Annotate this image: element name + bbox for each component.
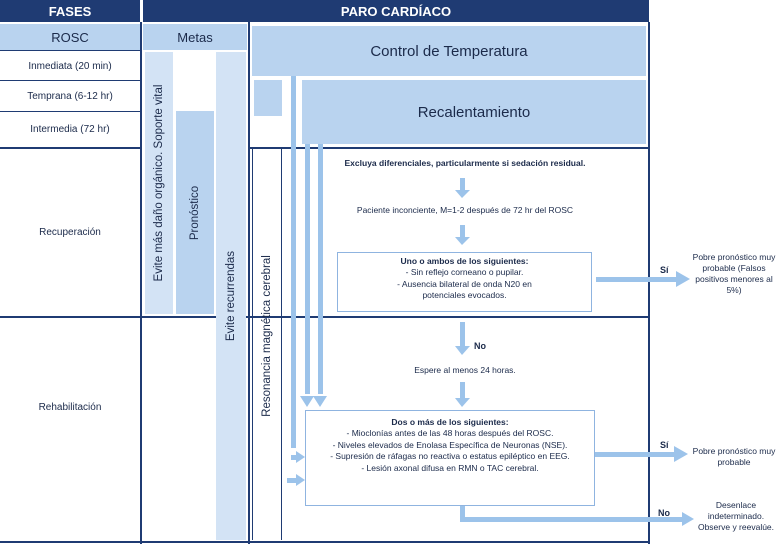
paciente-text: Paciente inconciente, M=1-2 después de 7… <box>356 205 574 215</box>
phase-temprana: Temprana (6-12 hr) <box>27 90 113 102</box>
no-label-2: No <box>658 508 670 518</box>
divider-h1 <box>0 50 140 51</box>
outcome-1: Pobre pronóstico muy probable (Falsos po… <box>692 252 776 296</box>
espere-text: Espere al menos 24 horas. <box>414 365 516 375</box>
rosc-label: ROSC <box>51 29 89 45</box>
phase-inmediata: Inmediata (20 min) <box>28 60 112 72</box>
dos-title: Dos o más de los siguientes: <box>391 417 509 427</box>
dos-item-2: - Niveles elevados de Enolasa Específica… <box>332 439 568 450</box>
dos-item-1: - Mioclonías antes de las 48 horas despu… <box>346 428 554 439</box>
small-block <box>254 80 282 116</box>
si-label-1: Sí <box>660 265 669 275</box>
uno-title: Uno o ambos de los siguientes: <box>400 256 529 266</box>
divider-v3 <box>648 22 650 544</box>
divider-h2 <box>0 80 140 81</box>
uno-item-2: - Ausencia bilateral de onda N20 en pote… <box>397 278 532 301</box>
divider-h4 <box>0 147 140 149</box>
recurrencias-bar: Evite recurrendas <box>216 52 246 540</box>
metas-header: Metas <box>143 24 247 50</box>
control-temperatura-text: Control de Temperatura <box>370 42 528 60</box>
phase-recuperacion: Recuperación <box>39 227 101 238</box>
dos-o-mas-box: Dos o más de los siguientes: - Mioclonía… <box>305 410 595 506</box>
outcome-3: Desenlace indeterminado. Observe y reeva… <box>697 500 775 533</box>
soporte-vital-bar: Evite más daño orgánico. Soporte vital <box>145 52 173 314</box>
uno-item-1: - Sin reflejo corneano o pupilar. <box>405 267 524 278</box>
divider-v1 <box>140 22 142 544</box>
excluya-text: Excluya diferenciales, particularmente s… <box>344 158 586 168</box>
rosc-header: ROSC <box>0 24 140 50</box>
metas-label: Metas <box>177 29 213 45</box>
phase-intermedia: Intermedia (72 hr) <box>30 123 110 135</box>
fases-header: FASES <box>0 0 140 22</box>
uno-o-ambos-box: Uno o ambos de los siguientes: - Sin ref… <box>337 252 592 312</box>
divider-h6 <box>0 541 650 543</box>
control-temperatura-bar: Control de Temperatura <box>252 26 646 76</box>
dos-item-3: - Supresión de ráfagas no reactiva o est… <box>330 451 570 462</box>
divider-h5 <box>0 316 650 318</box>
divider-h4b <box>248 147 650 149</box>
recalentamiento-text: Recalentamiento <box>417 103 531 121</box>
si-label-2: Sí <box>660 440 669 450</box>
no-label-1: No <box>474 341 486 351</box>
pronostico-bar: Pronóstico <box>176 111 214 314</box>
outcome-2: Pobre pronóstico muy probable <box>692 446 776 468</box>
recalentamiento-bar: Recalentamiento <box>302 80 646 144</box>
paro-cardiaco-header: PARO CARDÍACO <box>143 0 649 22</box>
divider-h3 <box>0 111 140 112</box>
resonancia-column: Resonancia magnética cerebral <box>252 148 282 540</box>
divider-v2 <box>248 22 250 544</box>
phase-rehabilitacion: Rehabilitación <box>38 402 102 413</box>
dos-item-4: - Lesión axonal difusa en RMN o TAC cere… <box>361 462 539 473</box>
